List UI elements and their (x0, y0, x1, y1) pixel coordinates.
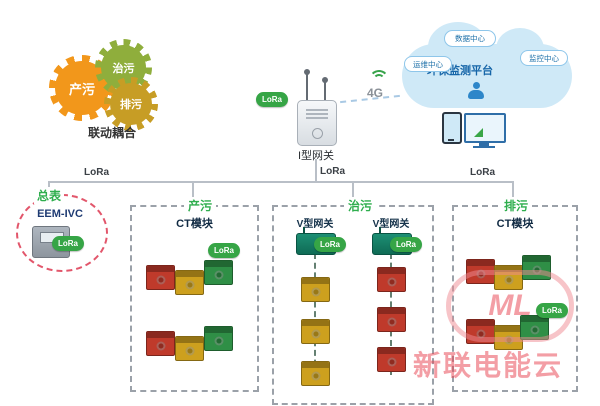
ct-module-yellow (301, 361, 330, 386)
wifi-signal-icon (369, 70, 389, 84)
ct-module-red (377, 267, 406, 292)
ct-module-label: CT模块 (496, 218, 534, 230)
discharge-drop-line (512, 181, 514, 205)
main-meter-label: 总表 (34, 187, 65, 204)
section-produce-title: 产污 (184, 197, 217, 214)
bus-line (48, 181, 512, 183)
ct-module-yellow (301, 319, 330, 344)
ct-module-yellow (301, 277, 330, 302)
gear-discharge-label: 排污 (120, 99, 142, 111)
section-produce: 产污 CT模块 LoRa (130, 197, 259, 392)
cloud-node-monitor-center: 监控中心 (520, 50, 568, 66)
section-discharge: 排污 CT模块 LoRa (452, 197, 578, 392)
section-treat: 治污 V型网关 V型网关 LoRa LoRa (272, 197, 434, 405)
lora-bus-label-right: LoRa (470, 167, 495, 178)
gear-discharge: 排污 (104, 77, 158, 131)
treat-drop-line (352, 181, 354, 205)
monitor-stand (479, 141, 489, 146)
lora-badge: LoRa (52, 236, 84, 251)
ct-module-green (522, 255, 551, 280)
cloud-node-data-center: 数据中心 (444, 30, 496, 47)
gateway-antenna-icon (304, 69, 310, 100)
ct-module-yellow (494, 265, 523, 290)
gear-produce-label: 产污 (68, 81, 95, 97)
4g-label: 4G (367, 86, 384, 100)
ct-module-red (146, 331, 175, 356)
cloud-node-ops-center: 运维中心 (404, 56, 452, 72)
v-gateway-label: V型网关 (372, 219, 410, 230)
ct-module-yellow (494, 325, 523, 350)
ct-module-green (520, 315, 549, 340)
ct-module-red (466, 319, 495, 344)
type1-gateway-device (297, 100, 337, 146)
lora-bus-label-left: LoRa (84, 167, 109, 178)
phone-icon (442, 112, 462, 144)
gateway-drop-line (315, 159, 317, 181)
gear-treat-label: 治污 (112, 62, 135, 75)
ct-module-green (204, 260, 233, 285)
ct-module-red (377, 307, 406, 332)
ct-module-label: CT模块 (176, 218, 213, 230)
produce-drop-line (192, 181, 194, 205)
section-discharge-title: 排污 (500, 197, 533, 214)
ct-module-green (204, 326, 233, 351)
lora-bus-label-mid: LoRa (320, 166, 345, 177)
section-treat-title: 治污 (344, 197, 377, 214)
lora-badge: LoRa (390, 237, 422, 252)
lora-badge: LoRa (314, 237, 346, 252)
ct-module-red (466, 259, 495, 284)
monitor-base (473, 146, 495, 148)
lora-badge: LoRa (536, 303, 568, 318)
user-icon (468, 82, 484, 100)
gears-caption: 联动耦合 (87, 126, 136, 140)
lora-badge: LoRa (256, 92, 288, 107)
type1-gateway-label: I型网关 (297, 150, 335, 162)
lora-badge: LoRa (208, 243, 240, 258)
v-gateway-label: V型网关 (296, 219, 334, 230)
monitor-icon (464, 113, 506, 143)
main-meter-model: EEM-IVC (37, 208, 83, 220)
gateway-antenna-icon (322, 77, 328, 100)
ct-module-yellow (175, 270, 204, 295)
ct-module-red (146, 265, 175, 290)
ct-module-yellow (175, 336, 204, 361)
ct-module-red (377, 347, 406, 372)
